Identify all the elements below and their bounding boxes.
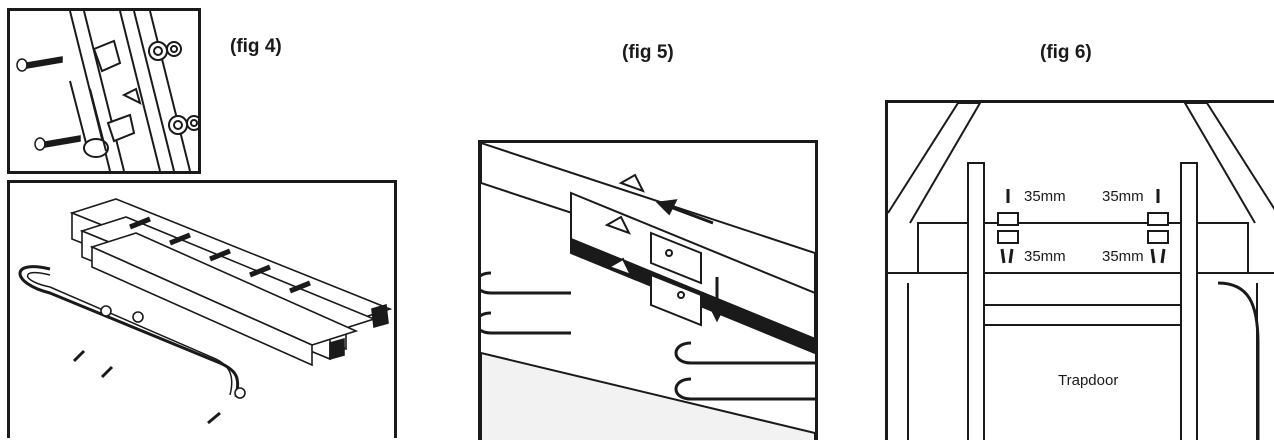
fig6-trapdoor-label: Trapdoor <box>1058 372 1118 389</box>
fig5-panel <box>478 140 818 440</box>
fig6-screw-label-bottom-right: 35mm <box>1102 248 1144 265</box>
kit-drawing <box>18 198 393 425</box>
direction-arrow-icon <box>655 199 726 323</box>
fig4-caption: (fig 4) <box>230 36 282 57</box>
fig5-caption: (fig 5) <box>622 42 674 63</box>
fig6-screw-label-bottom-left: 35mm <box>1024 248 1066 265</box>
fig6-screw-label-top-left: 35mm <box>1024 188 1066 205</box>
fig4-drawing <box>16 11 198 171</box>
screw-icon <box>16 56 81 151</box>
screw-icon <box>72 349 221 425</box>
kit-overview-panel <box>7 180 397 438</box>
fig6-drawing: 35mm 35mm 35mm 35mm Trapdoor <box>888 103 1274 440</box>
screw-icon <box>1000 189 1166 264</box>
fig6-screw-label-top-right: 35mm <box>1102 188 1144 205</box>
fig4-panel <box>7 8 201 174</box>
fig6-panel: 35mm 35mm 35mm 35mm Trapdoor <box>885 100 1274 440</box>
fig6-caption: (fig 6) <box>1040 42 1092 63</box>
fig5-drawing <box>481 143 815 440</box>
